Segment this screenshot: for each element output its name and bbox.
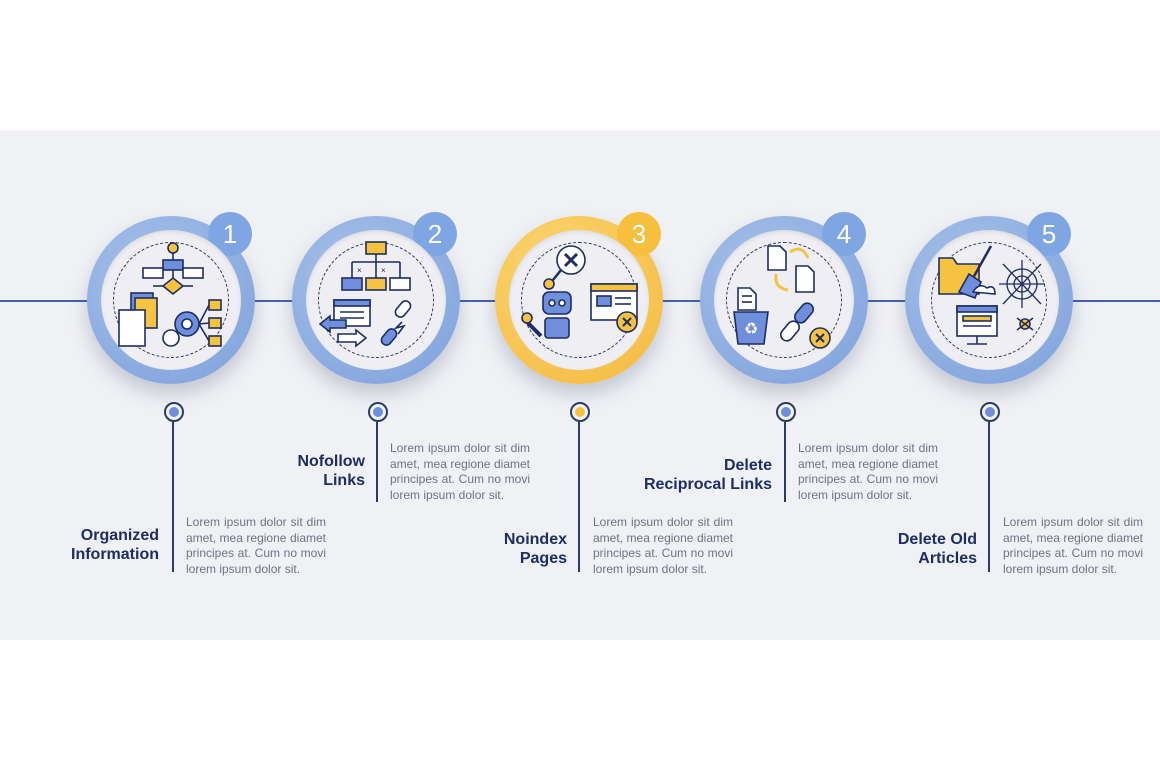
dashed-ring <box>113 242 229 358</box>
step-description: Lorem ipsum dolor sit dim amet, mea regi… <box>186 515 326 576</box>
robot-search-blocked-page-icon <box>521 245 638 339</box>
broom-cobweb-monitor-icon <box>938 245 1045 345</box>
timeline-dot <box>368 402 388 422</box>
timeline-connector <box>784 422 786 502</box>
step-description: Lorem ipsum dolor sit dim amet, mea regi… <box>593 515 733 576</box>
step-number-badge: 4 <box>822 212 866 256</box>
step-description: Lorem ipsum dolor sit dim amet, mea regi… <box>390 441 530 502</box>
step-number-badge: 3 <box>617 212 661 256</box>
svg-text:×: × <box>381 266 386 275</box>
infographic-band <box>0 130 1160 640</box>
dashed-ring <box>726 242 842 358</box>
dashed-ring <box>931 242 1047 358</box>
svg-text:♻: ♻ <box>744 321 758 338</box>
step-description: Lorem ipsum dolor sit dim amet, mea regi… <box>1003 515 1143 576</box>
timeline-dot <box>980 402 1000 422</box>
hierarchy-broken-link-icon: × × <box>318 241 412 348</box>
timeline-dot <box>776 402 796 422</box>
svg-text:×: × <box>357 266 362 275</box>
timeline-connector <box>578 422 580 572</box>
flowchart-documents-gear-icon <box>118 242 222 347</box>
timeline-connector <box>172 422 174 572</box>
step-description: Lorem ipsum dolor sit dim amet, mea regi… <box>798 441 938 502</box>
timeline-dot <box>164 402 184 422</box>
timeline-connector <box>376 422 378 502</box>
recycle-bin-link-delete-icon: ♻ <box>733 245 831 349</box>
timeline-dot <box>570 402 590 422</box>
timeline-connector <box>988 422 990 572</box>
